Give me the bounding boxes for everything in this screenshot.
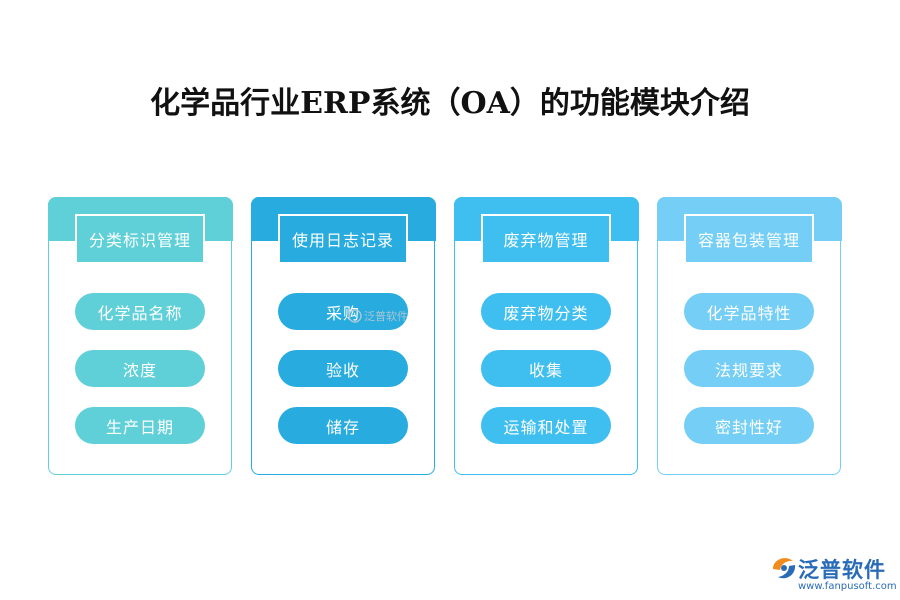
watermark-text: 泛普软件	[364, 310, 408, 323]
module-item: 化学品名称	[75, 293, 205, 330]
logo-url: www.fanpusoft.com	[798, 581, 897, 592]
module-item: 运输和处置	[481, 407, 611, 444]
module-card-container: 容器包装管理 化学品特性 法规要求 密封性好	[656, 196, 842, 475]
module-item: 收集	[481, 350, 611, 387]
module-header: 分类标识管理	[75, 214, 205, 264]
module-header: 使用日志记录	[278, 214, 408, 264]
brand-logo: 泛普软件 www.fanpusoft.com	[770, 553, 897, 599]
watermark: 泛普软件	[348, 308, 408, 324]
module-item: 化学品特性	[684, 293, 814, 330]
page-title: 化学品行业ERP系统（OA）的功能模块介绍	[150, 86, 750, 121]
module-header: 容器包装管理	[684, 214, 814, 264]
fanpu-logo-icon	[773, 558, 796, 579]
module-item: 浓度	[75, 350, 205, 387]
module-card-classification: 分类标识管理 化学品名称 浓度 生产日期	[47, 196, 233, 475]
logo-name: 泛普软件	[798, 558, 886, 582]
module-item: 采购	[278, 293, 408, 330]
module-card-usage-log: 使用日志记录 采购 验收 储存	[250, 196, 436, 475]
module-item: 法规要求	[684, 350, 814, 387]
module-item: 密封性好	[684, 407, 814, 444]
module-item: 生产日期	[75, 407, 205, 444]
module-item: 废弃物分类	[481, 293, 611, 330]
module-item: 储存	[278, 407, 408, 444]
module-card-waste: 废弃物管理 废弃物分类 收集 运输和处置	[453, 196, 639, 475]
module-item: 验收	[278, 350, 408, 387]
watermark-icon	[348, 309, 362, 323]
module-header: 废弃物管理	[481, 214, 611, 264]
